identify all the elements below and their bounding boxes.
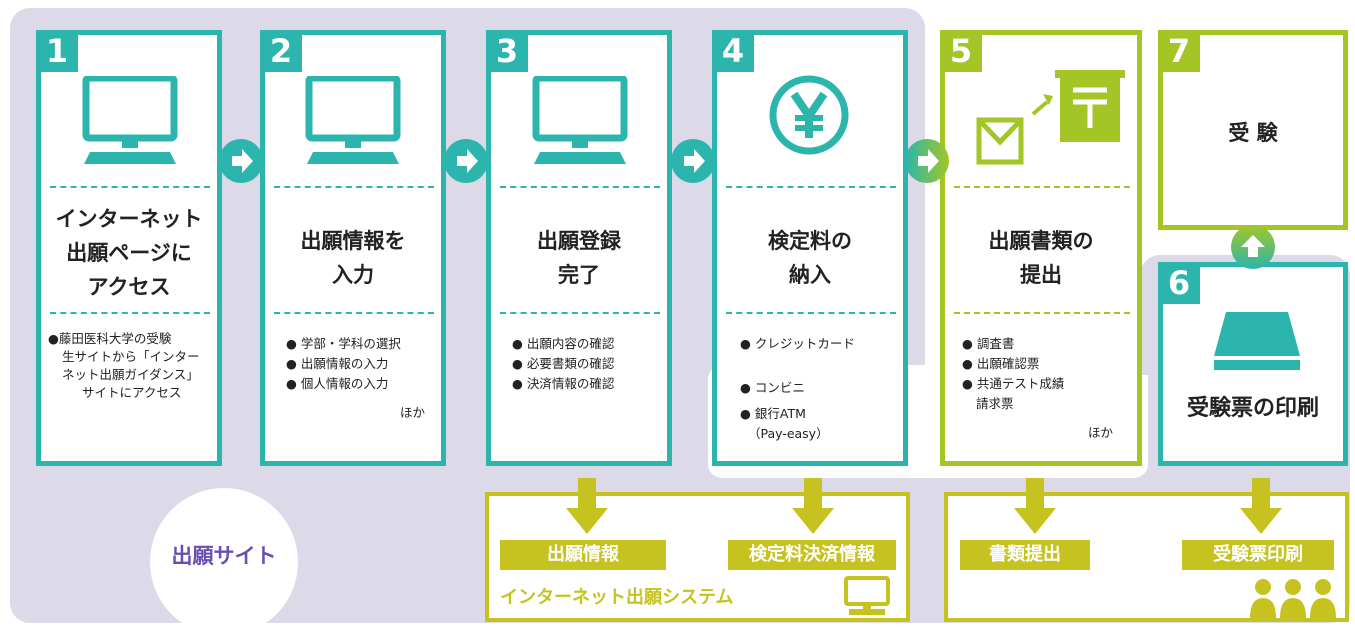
step-3-divider (500, 186, 660, 188)
step-4-divider (726, 186, 896, 188)
step-2-number: 2 (260, 30, 302, 72)
list-item: ● 必要書類の確認 (512, 356, 615, 371)
list-item: ● 学部・学科の選択 (286, 336, 401, 351)
system-name: インターネット出願システム (500, 587, 734, 608)
list-item: ● 調査書 (962, 336, 1015, 351)
step-5-note: ほか (1088, 425, 1114, 440)
step-4-card (712, 30, 908, 466)
step-2-items: ● 学部・学科の選択 ● 出願情報の入力 ● 個人情報の入力 (286, 334, 401, 394)
step-6-number: 6 (1158, 262, 1200, 304)
step-1-items: ●藤田医科大学の受験 生サイトから「インター ネット出願ガイダンス」 サイトにア… (48, 330, 200, 402)
arrow-right-icon (219, 139, 263, 183)
computer-icon (305, 76, 401, 164)
list-item: ● クレジットカード (740, 336, 855, 351)
list-item: サイトにアクセス (82, 385, 182, 400)
system-label-fee: 検定料決済情報 (728, 540, 896, 570)
list-item: ● 出願確認票 (962, 356, 1040, 371)
list-item: ● 共通テスト成績 (962, 376, 1065, 391)
arrow-right-icon (671, 139, 715, 183)
step-2-divider (274, 186, 434, 188)
step-7-title: 受 験 (1228, 121, 1278, 145)
step-2-divider-2 (274, 312, 434, 314)
step-1-card (36, 30, 222, 466)
computer-icon (844, 576, 890, 615)
submission-label-ticket: 受験票印刷 (1182, 540, 1334, 570)
mail-post-icon (976, 70, 1125, 165)
step-6-title: 受験票の印刷 (1186, 396, 1319, 421)
step-2-card (260, 30, 446, 466)
step-3-items: ● 出願内容の確認 ● 必要書類の確認 ● 決済情報の確認 (512, 334, 614, 394)
step-5-divider (954, 186, 1130, 188)
step-4-number: 4 (712, 30, 754, 72)
list-item: ● 出願内容の確認 (512, 336, 615, 351)
step-4-items: ● クレジットカード ● コンビニ ● 銀行ATM （Pay-easy） (740, 334, 855, 444)
step-3-divider-2 (500, 312, 660, 314)
arrow-down-icon (566, 478, 608, 534)
step-2-note: ほか (400, 405, 426, 420)
step-1-divider (50, 186, 210, 188)
step-1-title: インターネット 出願ページに アクセス (55, 207, 203, 299)
arrow-up-icon (1231, 225, 1275, 269)
step-5-number: 5 (940, 30, 982, 72)
arrow-down-icon (1014, 478, 1056, 534)
step-1-number: 1 (36, 30, 78, 72)
arrow-down-icon (1240, 478, 1282, 534)
system-label-application: 出願情報 (500, 540, 666, 570)
arrow-right-icon (905, 139, 949, 183)
list-item: 請求票 (976, 396, 1014, 411)
yen-icon (769, 75, 849, 155)
list-item: ● 個人情報の入力 (286, 376, 389, 391)
step-3-title: 出願登録 完了 (537, 229, 621, 287)
step-5-title: 出願書類の 提出 (988, 229, 1094, 287)
step-4-divider-2 (726, 312, 896, 314)
site-label: 出願サイト (171, 544, 277, 568)
list-item: ● 出願情報の入力 (286, 356, 389, 371)
step-3-card (486, 30, 672, 466)
step-5-divider-2 (954, 312, 1130, 314)
list-item: ● 銀行ATM (740, 406, 806, 421)
step-1-divider-2 (50, 312, 210, 314)
site-circle (150, 488, 298, 636)
computer-icon (532, 76, 628, 164)
step-5-items: ● 調査書 ● 出願確認票 ● 共通テスト成績 請求票 (962, 334, 1064, 414)
step-2-title: 出願情報を 入力 (300, 229, 406, 287)
list-item: （Pay-easy） (748, 426, 829, 441)
step-3-number: 3 (486, 30, 528, 72)
list-item: ●藤田医科大学の受験 (48, 331, 172, 346)
list-item: 生サイトから「インター (62, 349, 200, 364)
arrow-down-icon (792, 478, 834, 534)
computer-icon (82, 76, 178, 164)
list-item: ● コンビニ (740, 380, 805, 395)
step-4-title: 検定料の 納入 (768, 229, 852, 287)
list-item: ● 決済情報の確認 (512, 376, 615, 391)
submission-label-documents: 書類提出 (960, 540, 1090, 570)
printer-icon (1214, 312, 1300, 370)
list-item: ネット出願ガイダンス」 (62, 367, 199, 382)
arrow-right-icon (444, 139, 488, 183)
people-icon (1250, 579, 1336, 618)
step-7-number: 7 (1158, 30, 1200, 72)
